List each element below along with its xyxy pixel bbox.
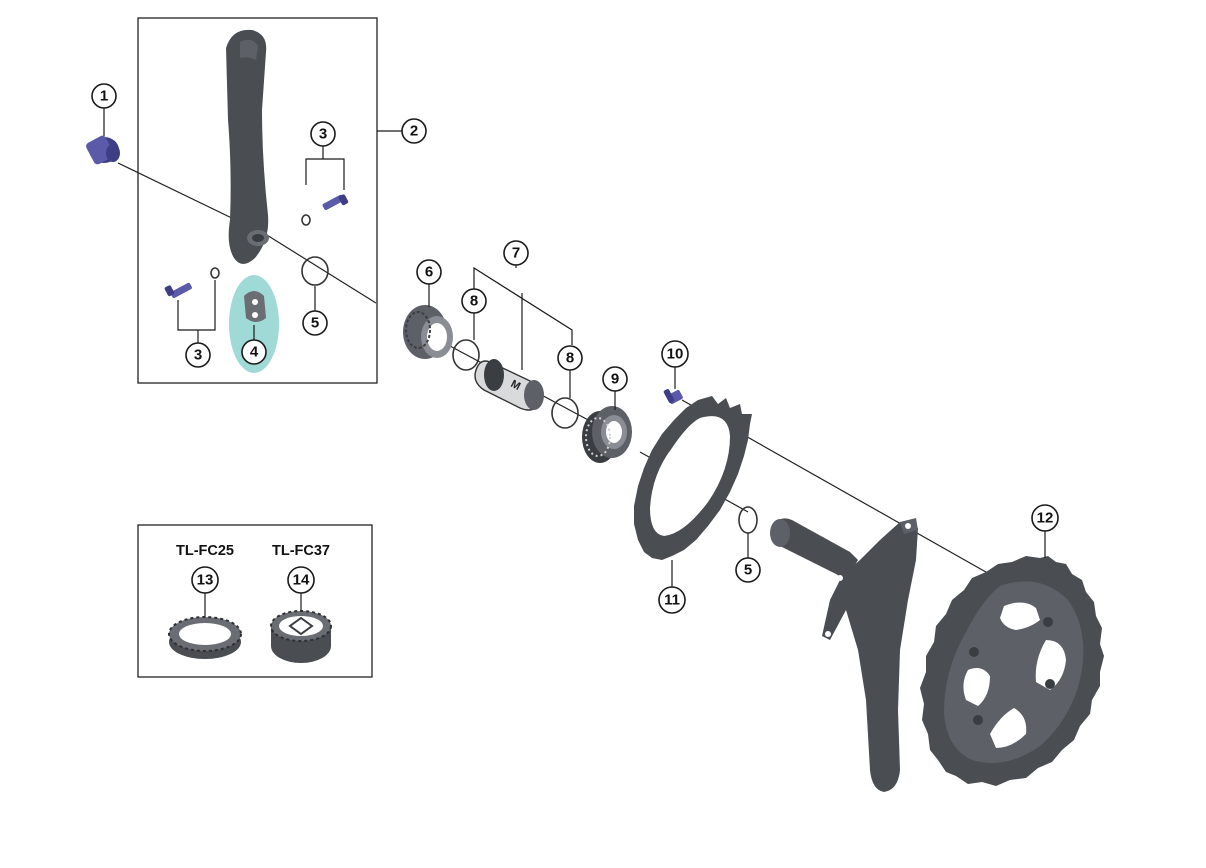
callout-13: 13: [191, 566, 219, 594]
safety-plate[interactable]: [244, 291, 266, 322]
bb-inner-cover[interactable]: M: [474, 359, 544, 411]
callout-3-lower: 3: [185, 342, 211, 368]
bb-spacer-right[interactable]: [551, 397, 579, 429]
left-crank-box: [137, 17, 378, 384]
callout-10: 10: [661, 340, 689, 368]
left-crank-arm[interactable]: [226, 29, 269, 265]
bb-left-adapter[interactable]: [403, 305, 453, 359]
washer-upper: [301, 214, 311, 226]
callout-7: 7: [503, 240, 529, 266]
svg-text:11: 11: [664, 592, 680, 609]
callout-4: 4: [241, 339, 267, 365]
tool-tl-fc25[interactable]: [168, 616, 242, 659]
callout-3-upper: 3: [310, 121, 336, 147]
svg-text:6: 6: [425, 264, 433, 281]
callout-2: 2: [401, 118, 427, 144]
o-ring-right[interactable]: [738, 506, 758, 534]
washer-lower: [210, 267, 220, 279]
svg-text:8: 8: [470, 293, 478, 310]
svg-text:9: 9: [611, 371, 619, 388]
tools-box: [137, 524, 373, 678]
svg-text:5: 5: [744, 562, 752, 579]
svg-text:12: 12: [1037, 510, 1054, 527]
svg-text:7: 7: [512, 245, 520, 262]
svg-text:3: 3: [319, 126, 327, 143]
callout-8-right: 8: [557, 345, 583, 371]
svg-text:4: 4: [250, 344, 259, 361]
tool-label-tl-fc25: TL-FC25: [176, 543, 234, 559]
callout-5-left: 5: [302, 310, 328, 336]
o-ring-left[interactable]: [301, 256, 329, 286]
svg-text:14: 14: [293, 572, 310, 589]
leader-7-bracket: [473, 266, 573, 345]
safety-plate-highlight: [229, 275, 279, 373]
pinch-bolt-lower[interactable]: [164, 267, 220, 299]
svg-text:8: 8: [566, 350, 574, 367]
callout-14: 14: [287, 566, 315, 594]
callout-5-right: 5: [735, 557, 761, 583]
callout-12: 12: [1031, 504, 1059, 532]
inner-chainring[interactable]: [634, 396, 752, 560]
callout-8-left: 8: [461, 288, 487, 314]
callout-11: 11: [658, 586, 686, 614]
bb-right-adapter[interactable]: [582, 406, 632, 463]
callout-1: 1: [91, 83, 117, 109]
svg-text:13: 13: [197, 572, 214, 589]
leaders-left-box: [177, 130, 402, 343]
svg-text:3: 3: [194, 347, 202, 364]
svg-text:5: 5: [311, 315, 319, 332]
tool-label-tl-fc37: TL-FC37: [272, 543, 330, 559]
svg-text:2: 2: [410, 123, 418, 140]
crank-arm-fixing-bolt[interactable]: [85, 134, 120, 166]
pinch-bolt-upper[interactable]: [301, 194, 349, 226]
tool-tl-fc37[interactable]: [270, 610, 332, 663]
chainring-bolt[interactable]: [663, 388, 683, 404]
bb-spacer-left[interactable]: [452, 339, 480, 371]
svg-text:10: 10: [667, 346, 684, 363]
outer-chainring[interactable]: [920, 556, 1104, 786]
svg-text:1: 1: [100, 88, 108, 105]
callout-9: 9: [602, 366, 628, 392]
callout-6: 6: [416, 259, 442, 285]
right-crank-arm[interactable]: [770, 518, 918, 792]
